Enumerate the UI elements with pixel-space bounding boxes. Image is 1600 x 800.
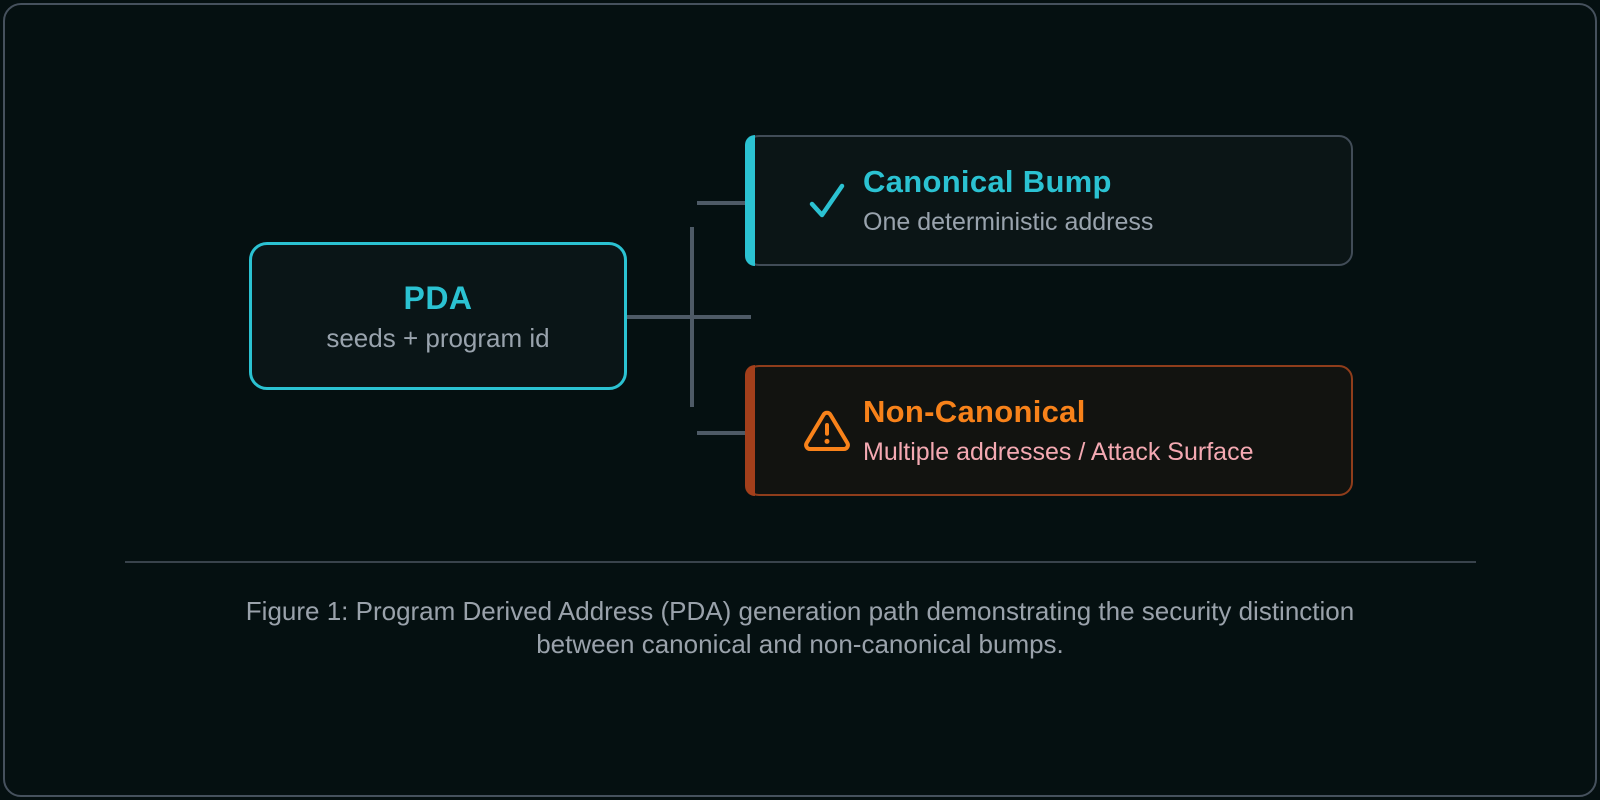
non-canonical-accent-bar xyxy=(745,365,755,496)
pda-node-title: PDA xyxy=(403,280,473,316)
connector-vertical xyxy=(690,227,694,407)
non-canonical-subtitle: Multiple addresses / Attack Surface xyxy=(863,437,1254,466)
figure-caption-line2: between canonical and non-canonical bump… xyxy=(536,629,1064,659)
pda-node: PDA seeds + program id xyxy=(249,242,627,390)
connector-root-horizontal xyxy=(624,315,751,319)
canonical-bump-title: Canonical Bump xyxy=(863,163,1112,199)
non-canonical-title: Non-Canonical xyxy=(863,393,1086,429)
connector-stub-noncanonical xyxy=(697,431,757,435)
canonical-bump-node: Canonical Bump One deterministic address xyxy=(745,135,1353,266)
figure-caption: Figure 1: Program Derived Address (PDA) … xyxy=(0,595,1600,661)
warning-triangle-icon xyxy=(803,407,851,455)
connector-stub-canonical xyxy=(697,201,757,205)
non-canonical-node: Non-Canonical Multiple addresses / Attac… xyxy=(745,365,1353,496)
caption-divider xyxy=(125,561,1476,563)
canonical-bump-subtitle: One deterministic address xyxy=(863,207,1154,236)
check-icon xyxy=(803,177,851,225)
figure-caption-line1: Figure 1: Program Derived Address (PDA) … xyxy=(245,596,1355,626)
canonical-accent-bar xyxy=(745,135,755,266)
pda-node-subtitle: seeds + program id xyxy=(326,323,550,353)
